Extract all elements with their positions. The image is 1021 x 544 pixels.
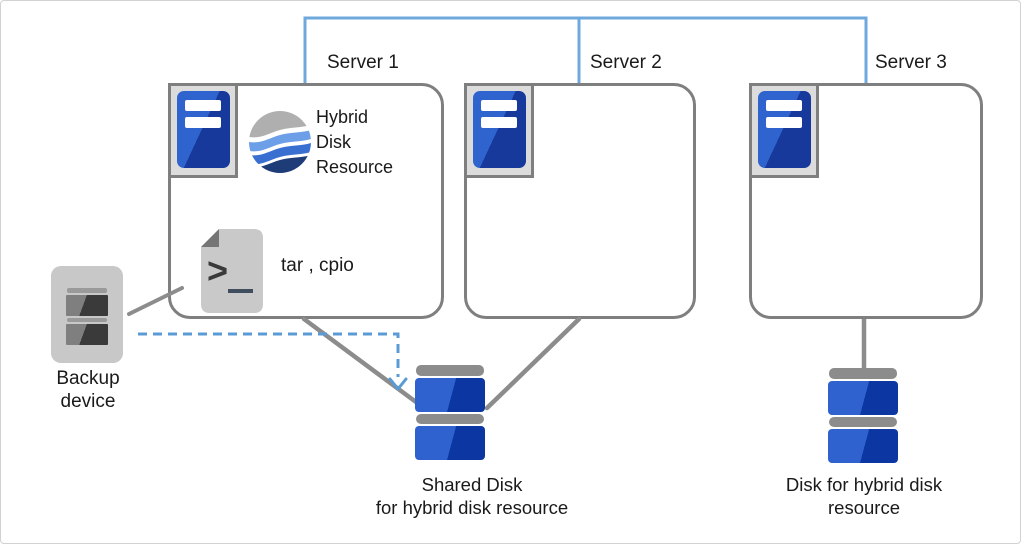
shared-disk-label-line1: Shared Disk: [421, 474, 523, 495]
disk-platter: [828, 381, 898, 415]
server-2-label: Server 2: [590, 52, 662, 73]
svg-text:>: >: [207, 250, 228, 291]
disk-platter: [828, 429, 898, 463]
server1-to-shared-disk-line: [301, 316, 423, 408]
backup-device-drive: [66, 295, 108, 316]
server-slot-bar: [481, 117, 517, 128]
server-tower-icon: [464, 83, 534, 178]
server-slot-bar: [766, 117, 802, 128]
hybrid-disk-label-line2: resource: [828, 497, 900, 518]
tar-cpio-label: tar , cpio: [281, 255, 354, 276]
server-tower-body: [177, 91, 230, 168]
hybrid-label-line2: Disk: [316, 132, 351, 152]
server-slot-bar: [185, 117, 221, 128]
server-tower-icon: [168, 83, 238, 178]
backup-device-slot: [67, 318, 107, 322]
backup-device-label-line2: device: [60, 391, 116, 412]
dashed-arrowhead-icon: [388, 377, 408, 391]
server-tower-body: [473, 91, 526, 168]
server-1-label: Server 1: [327, 52, 399, 73]
disk-cap: [416, 414, 484, 424]
shared-disk-label-line2: for hybrid disk resource: [375, 497, 569, 518]
server-tower-icon: [749, 83, 819, 178]
backup-tape-device-icon: [51, 266, 123, 363]
backup-device-drive: [66, 324, 108, 345]
server2-to-shared-disk-line: [484, 316, 582, 411]
backup-to-shared-disk-dashed-arrow: [138, 332, 400, 377]
hybrid-disk-label-line1: Disk for hybrid disk: [785, 474, 943, 495]
server-slot-bar: [481, 100, 517, 111]
hybrid-label-line3: Resource: [316, 157, 394, 177]
disk-cap: [829, 417, 897, 427]
disk-cap: [416, 365, 484, 376]
backup-device-label-line1: Backup: [56, 368, 120, 389]
backup-device-slot: [67, 288, 107, 293]
shared-disk-stack-icon: [415, 365, 485, 462]
disk-platter: [415, 426, 485, 460]
disk-platter: [415, 378, 485, 412]
hybrid-disk-resource-label: Hybrid Disk Resource: [316, 105, 393, 180]
shared-disk-label: Shared Disk for hybrid disk resource: [331, 473, 613, 519]
server-3-label: Server 3: [875, 52, 947, 73]
server-slot-bar: [766, 100, 802, 111]
server-tower-body: [758, 91, 811, 168]
disk-cap: [829, 368, 897, 379]
shell-script-file-icon: >: [201, 229, 263, 313]
hybrid-disk-resource-wave-icon: [249, 111, 311, 173]
hybrid-label-line1: Hybrid: [316, 107, 369, 127]
hybrid-disk-label: Disk for hybrid disk resource: [743, 473, 985, 519]
hybrid-disk-stack-icon: [828, 368, 898, 465]
server-slot-bar: [185, 100, 221, 111]
backup-device-label: Backup device: [23, 367, 153, 413]
